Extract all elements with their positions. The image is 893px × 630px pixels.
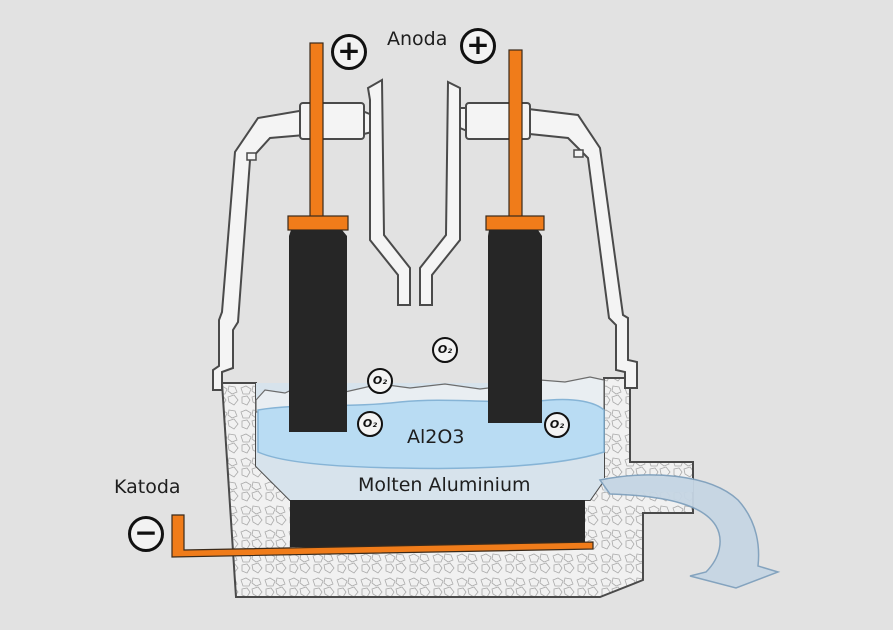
oxygen-bubble-icon: O₂ xyxy=(357,411,383,437)
oxygen-bubble-icon: O₂ xyxy=(544,412,570,438)
molten-metal-label: Molten Aluminium xyxy=(358,474,531,496)
plus-icon: + xyxy=(460,28,496,64)
anode-block-left xyxy=(289,230,347,432)
anode-label: Anoda xyxy=(387,28,448,50)
anode-yoke-right xyxy=(485,215,545,231)
oxygen-bubble-icon: O₂ xyxy=(367,368,393,394)
anode-rod-left xyxy=(309,42,324,222)
outflow-stream xyxy=(598,474,781,589)
cathode-block xyxy=(290,500,585,547)
minus-icon: − xyxy=(128,516,164,552)
electrolyte-label: Al2O3 xyxy=(407,426,465,448)
hood-right xyxy=(459,107,638,389)
anode-yoke-left xyxy=(287,215,349,231)
cathode-conductor xyxy=(171,514,594,558)
plus-icon: + xyxy=(331,34,367,70)
anode-rod-right xyxy=(508,49,523,223)
anode-block-right xyxy=(488,230,542,423)
cathode-label: Katoda xyxy=(114,476,181,498)
feeder-chute-left xyxy=(366,78,411,306)
oxygen-bubble-icon: O₂ xyxy=(432,337,458,363)
feeder-chute-right xyxy=(419,80,461,306)
hood-left xyxy=(212,109,373,391)
